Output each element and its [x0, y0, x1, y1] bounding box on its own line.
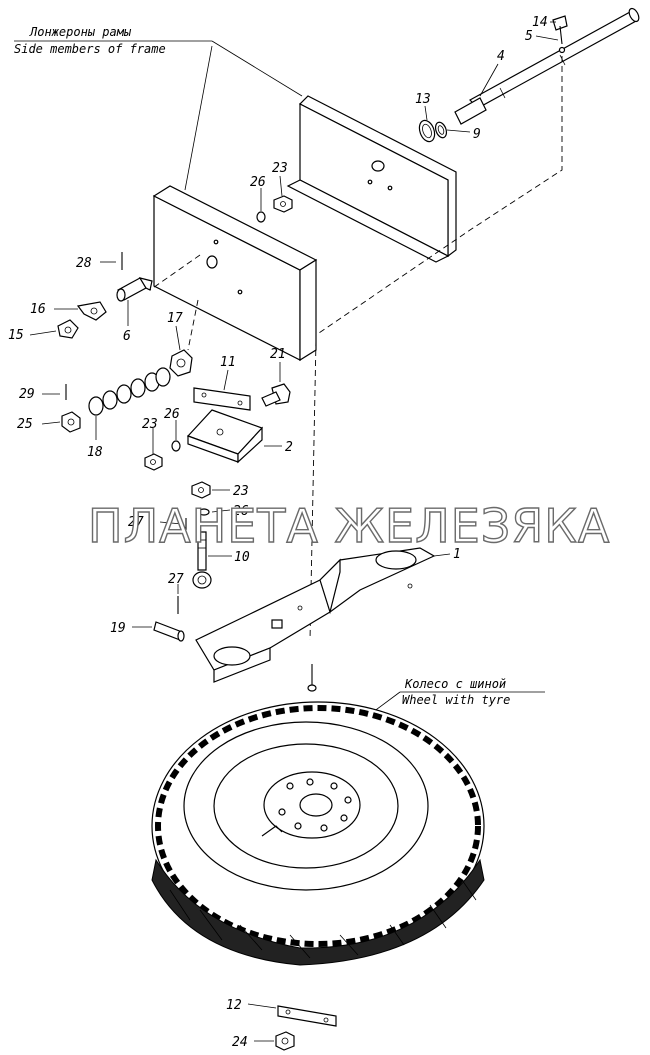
ring-13: [418, 119, 436, 143]
callout-9: 9: [473, 127, 481, 142]
callout-11: 11: [220, 355, 236, 370]
callout-1: 1: [453, 547, 461, 562]
pin-19: [153, 621, 185, 642]
watermark-text: ПЛАНЕТА ЖЕЛЕЗЯКА: [88, 499, 610, 553]
callout-26-middle: 26: [164, 407, 180, 422]
wheel-with-tyre: [151, 701, 485, 966]
castle-nut-25: [61, 411, 81, 433]
eye-bolt-10: [192, 531, 212, 589]
callout-21: 21: [270, 347, 286, 362]
callout-27-upper: 27: [128, 515, 144, 530]
washer-26-upper: [256, 211, 266, 223]
caption-wheel-en: Wheel with tyre: [402, 693, 510, 707]
nut-23-upper: [273, 195, 293, 213]
caption-leader-to-rear-member: [211, 40, 303, 97]
nut-23-middle: [144, 453, 163, 471]
bracket-2: [186, 409, 264, 464]
assembly-line-pin: [149, 254, 201, 291]
callout-10: 10: [234, 550, 250, 565]
ring-9: [434, 121, 448, 139]
plate-12: [277, 1005, 337, 1027]
nut-24: [275, 1031, 295, 1051]
callout-18: 18: [87, 445, 103, 460]
bracket-16: [76, 301, 107, 321]
carrier-bracket-1: [195, 547, 436, 683]
callout-16: 16: [30, 302, 46, 317]
washer-26-lower: [198, 508, 210, 516]
washer-26-middle: [171, 440, 181, 452]
shaft-4: [454, 7, 640, 125]
side-member-rear: [286, 95, 457, 263]
callout-23-upper: 23: [272, 161, 288, 176]
washer-stack-18: [88, 367, 171, 416]
callout-28: 28: [76, 256, 92, 271]
callout-23-middle: 23: [142, 417, 158, 432]
callout-25: 25: [17, 417, 33, 432]
callout-6: 6: [123, 329, 131, 344]
leader-lines: [29, 21, 559, 1042]
hole-5: [558, 46, 566, 54]
callout-5: 5: [525, 29, 533, 44]
caption-wheel-ru: Колесо с шиной: [404, 677, 506, 691]
callout-2: 2: [285, 440, 293, 455]
nut-23-lower: [191, 481, 211, 499]
callout-26-upper: 26: [250, 175, 266, 190]
bolt-vertical: [307, 664, 317, 692]
castle-nut-17: [169, 349, 193, 377]
pin-14: [552, 15, 568, 45]
caption-leader-to-front-member: [184, 45, 213, 191]
callout-17: 17: [167, 311, 183, 326]
bolt-21: [261, 383, 291, 407]
callout-24: 24: [232, 1035, 248, 1050]
callout-13: 13: [415, 92, 431, 107]
callout-29: 29: [19, 387, 35, 402]
callout-12: 12: [226, 998, 242, 1013]
caption-side-members-ru: Лонжероны рамы: [29, 25, 132, 39]
callout-23-lower: 23: [233, 484, 249, 499]
callout-4: 4: [497, 49, 505, 64]
assembly-line-nut: [187, 299, 199, 351]
lever-15: [57, 319, 79, 339]
callout-26-lower: 26: [233, 504, 249, 519]
side-member-front: [152, 185, 318, 362]
caption-side-members-en: Side members of frame: [14, 42, 166, 56]
callout-15: 15: [8, 328, 24, 343]
callout-19: 19: [110, 621, 126, 636]
callout-14: 14: [532, 15, 548, 30]
pin-6: [116, 277, 153, 302]
callout-27-lower: 27: [168, 572, 184, 587]
plate-11: [193, 387, 251, 411]
